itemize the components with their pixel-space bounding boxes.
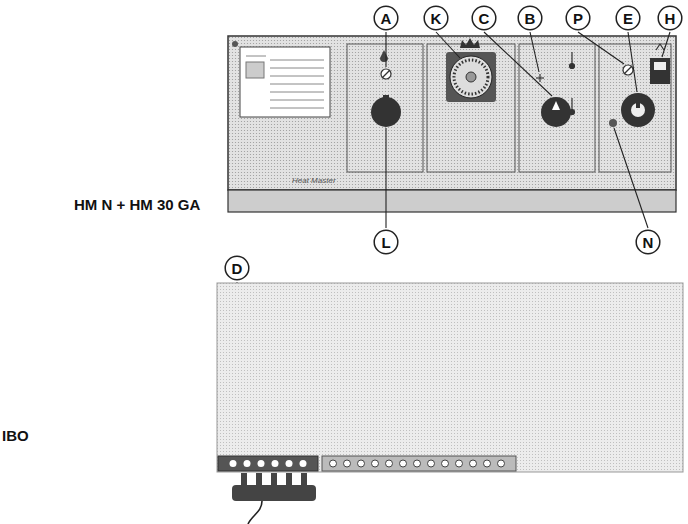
reset-button-p [623, 65, 633, 75]
callout-text: N [635, 235, 661, 250]
socket-pins [230, 460, 307, 467]
callout-letter: N [635, 229, 661, 255]
drop-icon [380, 50, 388, 62]
timer-dial [450, 56, 492, 98]
logo-mark [232, 41, 238, 47]
reset-button [381, 69, 391, 79]
callout-text: B [517, 11, 543, 26]
boiler-body [217, 283, 683, 472]
model-name: HM N + HM 30 GA [74, 196, 200, 213]
connector-socket [218, 456, 318, 471]
panel-base [228, 190, 676, 212]
callout-text: C [471, 11, 497, 26]
terminal-screws [330, 460, 505, 467]
callout-text: E [615, 11, 641, 26]
callout-text: D [224, 261, 250, 276]
terminal-strip [322, 456, 516, 471]
knob-l [371, 97, 401, 127]
callout-text: L [373, 235, 399, 250]
callout-letter: A [373, 5, 399, 31]
callout-text: A [373, 11, 399, 26]
callout-text: K [423, 11, 449, 26]
control-panel [228, 36, 676, 190]
callout-letter: L [373, 229, 399, 255]
callout-text: P [565, 11, 591, 26]
model-name: IBO [2, 427, 29, 444]
callout-letter: E [615, 5, 641, 31]
instruction-sheet [240, 47, 330, 117]
callout-text: H [657, 11, 683, 26]
brand-name: Heat Master [292, 176, 336, 185]
knob-c [541, 97, 571, 127]
callout-letter: B [517, 5, 543, 31]
power-icon [656, 44, 664, 50]
crown-icon [460, 38, 480, 48]
sheet-lines [246, 56, 324, 108]
main-switch [650, 58, 670, 84]
timer-frame [446, 52, 496, 102]
callout-letter: C [471, 5, 497, 31]
plug-cable [248, 501, 262, 524]
indicator-lamp [609, 119, 617, 127]
connector-plug [232, 473, 316, 501]
callout-letter: P [565, 5, 591, 31]
callout-letter: H [657, 5, 683, 31]
callout-letter: K [423, 5, 449, 31]
knob-e [621, 93, 655, 127]
callout-letter: D [224, 255, 250, 281]
